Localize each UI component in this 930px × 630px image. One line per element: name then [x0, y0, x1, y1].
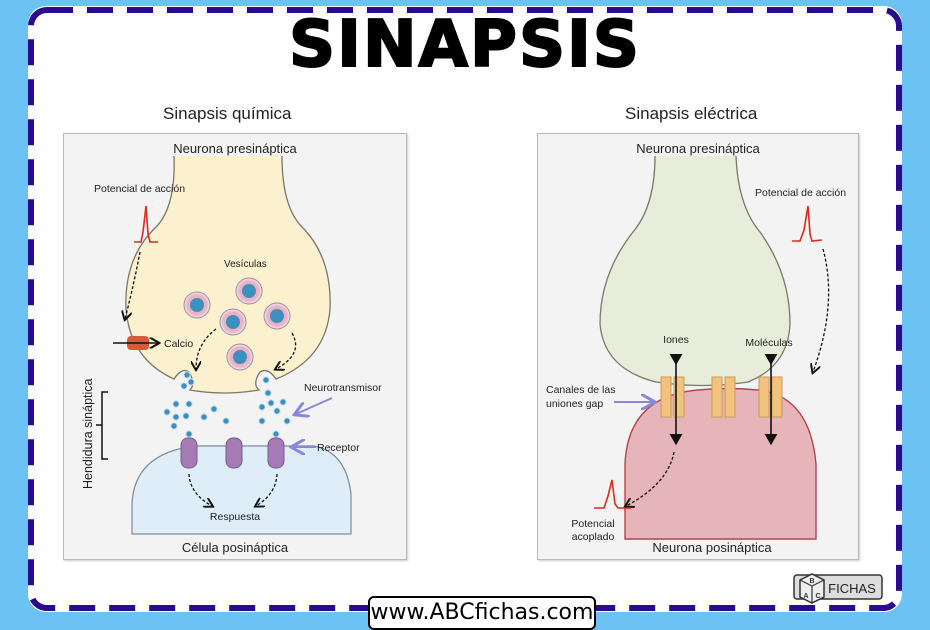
electrical-synapse-panel: Neurona presináptica Potencial de acción…	[537, 133, 859, 560]
presynaptic-neuron	[599, 155, 791, 387]
coupled-potential-spike-icon	[594, 479, 631, 509]
elec-postsynaptic-label: Neurona posináptica	[652, 540, 772, 555]
page-title: SINAPSIS	[288, 7, 641, 83]
logo-text: FICHAS	[828, 581, 876, 596]
chem-presynaptic-label: Neurona presináptica	[173, 141, 297, 156]
elec-action-potential-label: Potencial de acción	[755, 187, 846, 199]
neurotransmitter-label: Neurotransmisor	[304, 382, 382, 394]
website-url-link[interactable]: www.ABCfichas.com	[368, 596, 596, 630]
gap-channels-label-line2: uniones gap	[546, 398, 603, 410]
electrical-synapse-subtitle: Sinapsis eléctrica	[625, 104, 758, 123]
action-potential-spike-icon	[792, 205, 823, 242]
elec-presynaptic-label: Neurona presináptica	[636, 141, 760, 156]
logo-letter-c: C	[815, 593, 820, 600]
gap-channels-label-line1: Canales de las	[546, 384, 615, 396]
chemical-synapse-panel: Neurona presináptica Potencial de acción…	[63, 133, 407, 560]
synaptic-cleft-label: Hendidura sináptica	[81, 378, 95, 489]
abcfichas-logo: B A C FICHAS	[793, 573, 883, 604]
chem-action-potential-label: Potencial de acción	[94, 183, 185, 195]
vesicle	[183, 277, 291, 371]
electrical-synapse-diagram: Neurona presináptica Potencial de acción…	[546, 141, 846, 555]
chemical-synapse-subtitle: Sinapsis química	[163, 104, 292, 123]
response-label: Respuesta	[210, 511, 260, 523]
ions-label: Iones	[663, 334, 689, 346]
chemical-synapse-diagram: Neurona presináptica Potencial de acción…	[81, 141, 382, 555]
calcium-label: Calcio	[164, 338, 193, 350]
gap-junction-channel-icon	[660, 376, 783, 418]
chem-postsynaptic-label: Célula posináptica	[182, 540, 289, 555]
coupled-potential-label-line2: acoplado	[572, 531, 615, 543]
action-potential-spike-icon	[134, 205, 158, 243]
molecules-label: Moléculas	[745, 337, 792, 349]
receptor-icon	[180, 437, 285, 469]
logo-letter-b: B	[809, 578, 814, 585]
presynaptic-terminal	[125, 155, 331, 394]
logo-letter-a: A	[803, 593, 808, 600]
neurotransmitter-dots	[163, 371, 291, 438]
receptor-label: Receptor	[317, 442, 360, 454]
coupled-potential-label-line1: Potencial	[571, 518, 614, 530]
vesicles-label: Vesículas	[224, 259, 267, 270]
